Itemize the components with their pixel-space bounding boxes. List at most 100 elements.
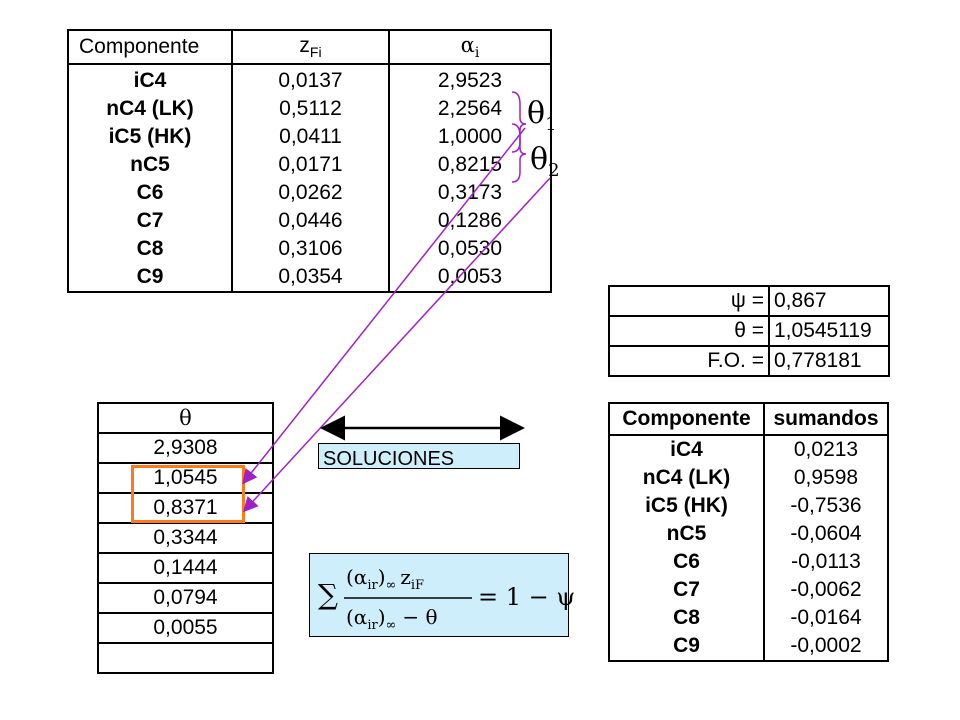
param-value: 0,778181 [768,345,890,377]
sumando-row: iC5 (HK)-0,7536 [608,492,889,520]
component-name: iC5 (HK) [67,123,233,151]
header-componente-2: Componente [608,403,765,436]
alpha-value: 2,2564 [388,95,552,123]
component-name: C6 [608,548,765,576]
theta-header: θ [97,402,274,434]
theta-value: 2,9308 [97,432,274,464]
component-name: iC4 [608,435,765,464]
sumando-row: C6-0,0113 [608,548,889,576]
theta1-label: θ1 [527,96,557,135]
sumando-row: C7-0,0062 [608,576,889,604]
component-name: nC4 (LK) [67,95,233,123]
arrow-theta2 [242,177,551,513]
sumando-row: nC5-0,0604 [608,520,889,548]
component-name: C8 [67,235,233,263]
header-z: zFi [231,30,390,65]
component-name: nC4 (LK) [608,464,765,492]
sumando-value: 0,0213 [763,435,889,464]
svg-text:(αir)∞ziF: (αir)∞ziF [346,565,424,593]
param-value: 1,0545119 [768,315,890,347]
theta-value: 0,0055 [97,612,274,644]
alpha-value: 0,3173 [388,179,552,207]
component-name: C9 [67,263,233,292]
alpha-value: 0,0530 [388,235,552,263]
component-name: C7 [67,207,233,235]
theta-row: 0,1444 [97,552,274,584]
param-value: 0,867 [768,285,890,317]
param-label: ψ = [608,285,770,317]
component-name: C7 [608,576,765,604]
sumando-value: -0,0002 [763,632,889,661]
theta-value [97,642,274,674]
component-name: nC5 [67,151,233,179]
component-name: C6 [67,179,233,207]
component-name: C9 [608,632,765,661]
svg-text:(αir)∞− θ: (αir)∞− θ [346,605,438,633]
theta-value: 0,0794 [97,582,274,614]
theta2-label: θ2 [530,142,560,181]
sumando-value: 0,9598 [763,464,889,492]
alpha-value: 2,9523 [388,64,552,95]
header-alpha: αi [388,30,552,65]
sumando-row: nC4 (LK)0,9598 [608,464,889,492]
sumando-value: -0,7536 [763,492,889,520]
theta-value: 0,1444 [97,552,274,584]
sumando-value: -0,0113 [763,548,889,576]
alpha-value: 1,0000 [388,123,552,151]
theta-row: 0,0055 [97,612,274,644]
z-value: 0,3106 [231,235,390,263]
header-sumandos: sumandos [763,403,889,436]
header-componente: Componente [67,30,233,65]
formula-box: ∑ (αir)∞ziF (αir)∞− θ = 1 − ψ [309,553,575,637]
param-label: F.O. = [608,345,770,377]
formula: ∑ (αir)∞ziF (αir)∞− θ = 1 − ψ [318,565,575,633]
param-row: F.O. =0,778181 [608,345,890,377]
z-value: 0,0411 [231,123,390,151]
z-value: 0,0354 [231,263,390,292]
sumando-value: -0,0164 [763,604,889,632]
component-name: nC5 [608,520,765,548]
theta-row [97,642,274,674]
brace-theta1 [511,91,527,153]
alpha-value: 0,1286 [388,207,552,235]
theta-row: 0,3344 [97,522,274,554]
sum-sign: ∑ [318,578,338,611]
param-label: θ = [608,315,770,347]
arrow-theta1 [242,127,526,485]
z-value: 0,0137 [231,64,390,95]
sumando-value: -0,0062 [763,576,889,604]
formula-rhs: = 1 − ψ [478,583,575,611]
soluciones-label: SOLUCIONES [318,443,520,470]
component-name: iC4 [67,64,233,95]
param-row: θ =1,0545119 [608,315,890,347]
component-name: iC5 (HK) [608,492,765,520]
param-row: ψ =0,867 [608,285,890,317]
sumando-row: C9-0,0002 [608,632,889,661]
alpha-value: 0,8215 [388,151,552,179]
sumando-value: -0,0604 [763,520,889,548]
theta-row: 0,0794 [97,582,274,614]
sumando-row: C8-0,0164 [608,604,889,632]
z-value: 0,0262 [231,179,390,207]
brace-theta2 [511,123,527,183]
z-value: 0,0446 [231,207,390,235]
z-value: 0,5112 [231,95,390,123]
z-value: 0,0171 [231,151,390,179]
theta-value: 0,3344 [97,522,274,554]
component-name: C8 [608,604,765,632]
theta-row: 2,9308 [97,432,274,464]
